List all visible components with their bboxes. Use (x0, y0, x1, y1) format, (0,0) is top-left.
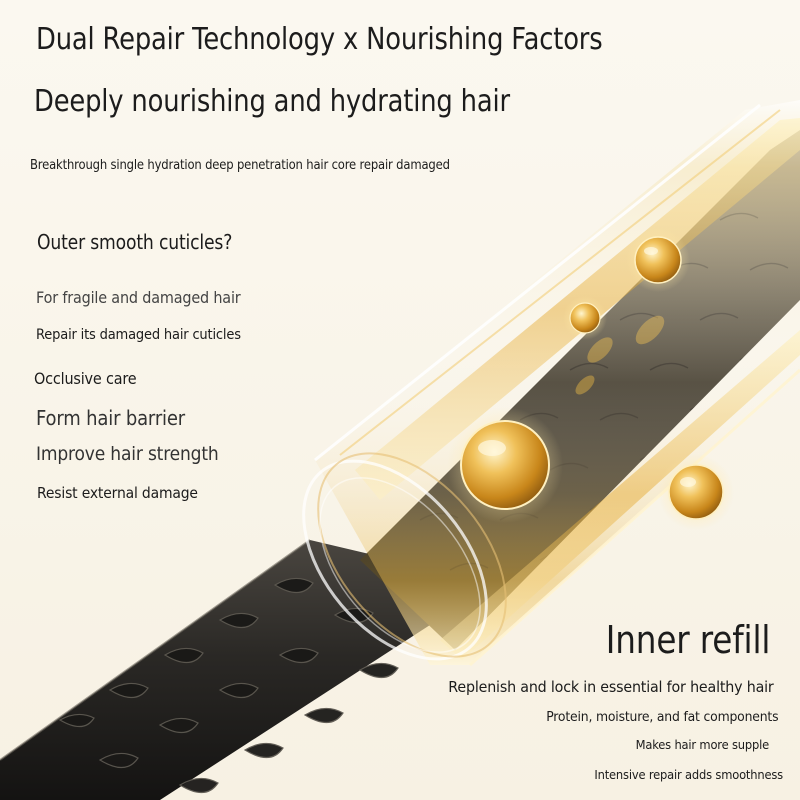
outer-line-fragile: For fragile and damaged hair (36, 288, 241, 307)
page-title: Dual Repair Technology x Nourishing Fact… (36, 22, 603, 57)
outer-line-resist: Resist external damage (37, 484, 198, 502)
inner-line-smoothness: Intensive repair adds smoothness (594, 767, 783, 782)
outer-line-barrier: Form hair barrier (36, 406, 185, 430)
nourishing-droplets (447, 228, 734, 530)
inner-line-replenish: Replenish and lock in essential for heal… (448, 678, 774, 696)
outer-line-occlusive: Occlusive care (34, 369, 137, 388)
page-subtitle: Deeply nourishing and hydrating hair (34, 84, 510, 119)
outer-line-strength: Improve hair strength (36, 443, 219, 465)
inner-line-supple: Makes hair more supple (635, 737, 770, 752)
inner-section-title: Inner refill (605, 618, 770, 662)
outer-hair-strand (0, 539, 430, 800)
outer-section-title: Outer smooth cuticles? (37, 230, 233, 254)
outer-line-repair: Repair its damaged hair cuticles (36, 327, 241, 343)
description-text: Breakthrough single hydration deep penet… (30, 157, 450, 173)
inner-line-components: Protein, moisture, and fat components (545, 709, 778, 725)
